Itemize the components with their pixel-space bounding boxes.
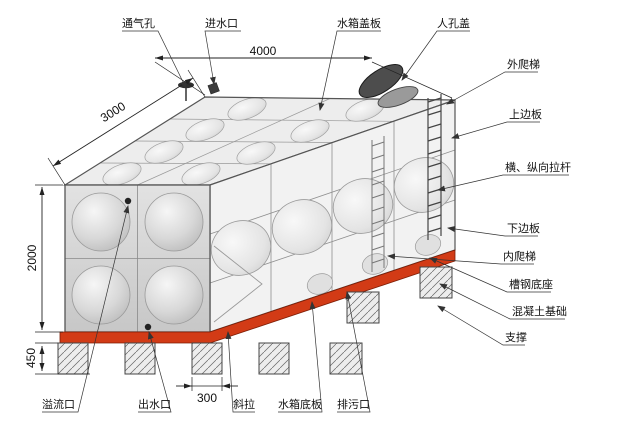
outlet-pipe-fitting (144, 323, 152, 331)
tank-front-face (64, 184, 211, 333)
leader-lines (42, 30, 569, 413)
internal-ladder (371, 136, 385, 272)
external-ladder (427, 94, 442, 240)
label-drain-port: 排污口 (337, 399, 370, 411)
label-concrete-foundation: 混凝土基础 (512, 306, 567, 318)
overflow-pipe-fitting (124, 197, 132, 205)
label-upper-side-plate: 上边板 (509, 109, 542, 121)
label-water-inlet: 进水口 (205, 18, 238, 30)
dimension-support-300: 300 (196, 391, 218, 405)
label-external-ladder: 外爬梯 (507, 59, 540, 71)
label-water-outlet: 出水口 (138, 399, 171, 411)
label-support: 支撑 (505, 332, 527, 344)
label-channel-steel-base: 槽钢底座 (509, 279, 553, 291)
dimension-length-4000: 4000 (249, 44, 277, 58)
concrete-piers (57, 266, 453, 375)
dimension-lines (35, 55, 453, 391)
label-lower-side-plate: 下边板 (507, 223, 540, 235)
label-internal-ladder: 内爬梯 (503, 251, 536, 263)
dimension-height-2000: 2000 (25, 244, 39, 272)
tank-side-cutaway (209, 99, 456, 333)
label-diagonal-brace: 斜拉 (233, 399, 255, 411)
label-vent-hole: 通气孔 (122, 18, 155, 30)
label-tank-cover-plate: 水箱盖板 (337, 18, 381, 30)
diagonal-brace-lines (213, 245, 263, 323)
label-tie-rods: 横、纵向拉杆 (505, 162, 571, 174)
label-manhole-cover: 人孔盖 (437, 18, 470, 30)
manhole-lid (358, 64, 419, 108)
inlet-fitting (207, 82, 220, 95)
label-tank-bottom-plate: 水箱底板 (278, 399, 322, 411)
vent-fitting (178, 81, 194, 101)
label-overflow-port: 溢流口 (42, 399, 75, 411)
dimension-foundation-450: 450 (24, 347, 38, 369)
